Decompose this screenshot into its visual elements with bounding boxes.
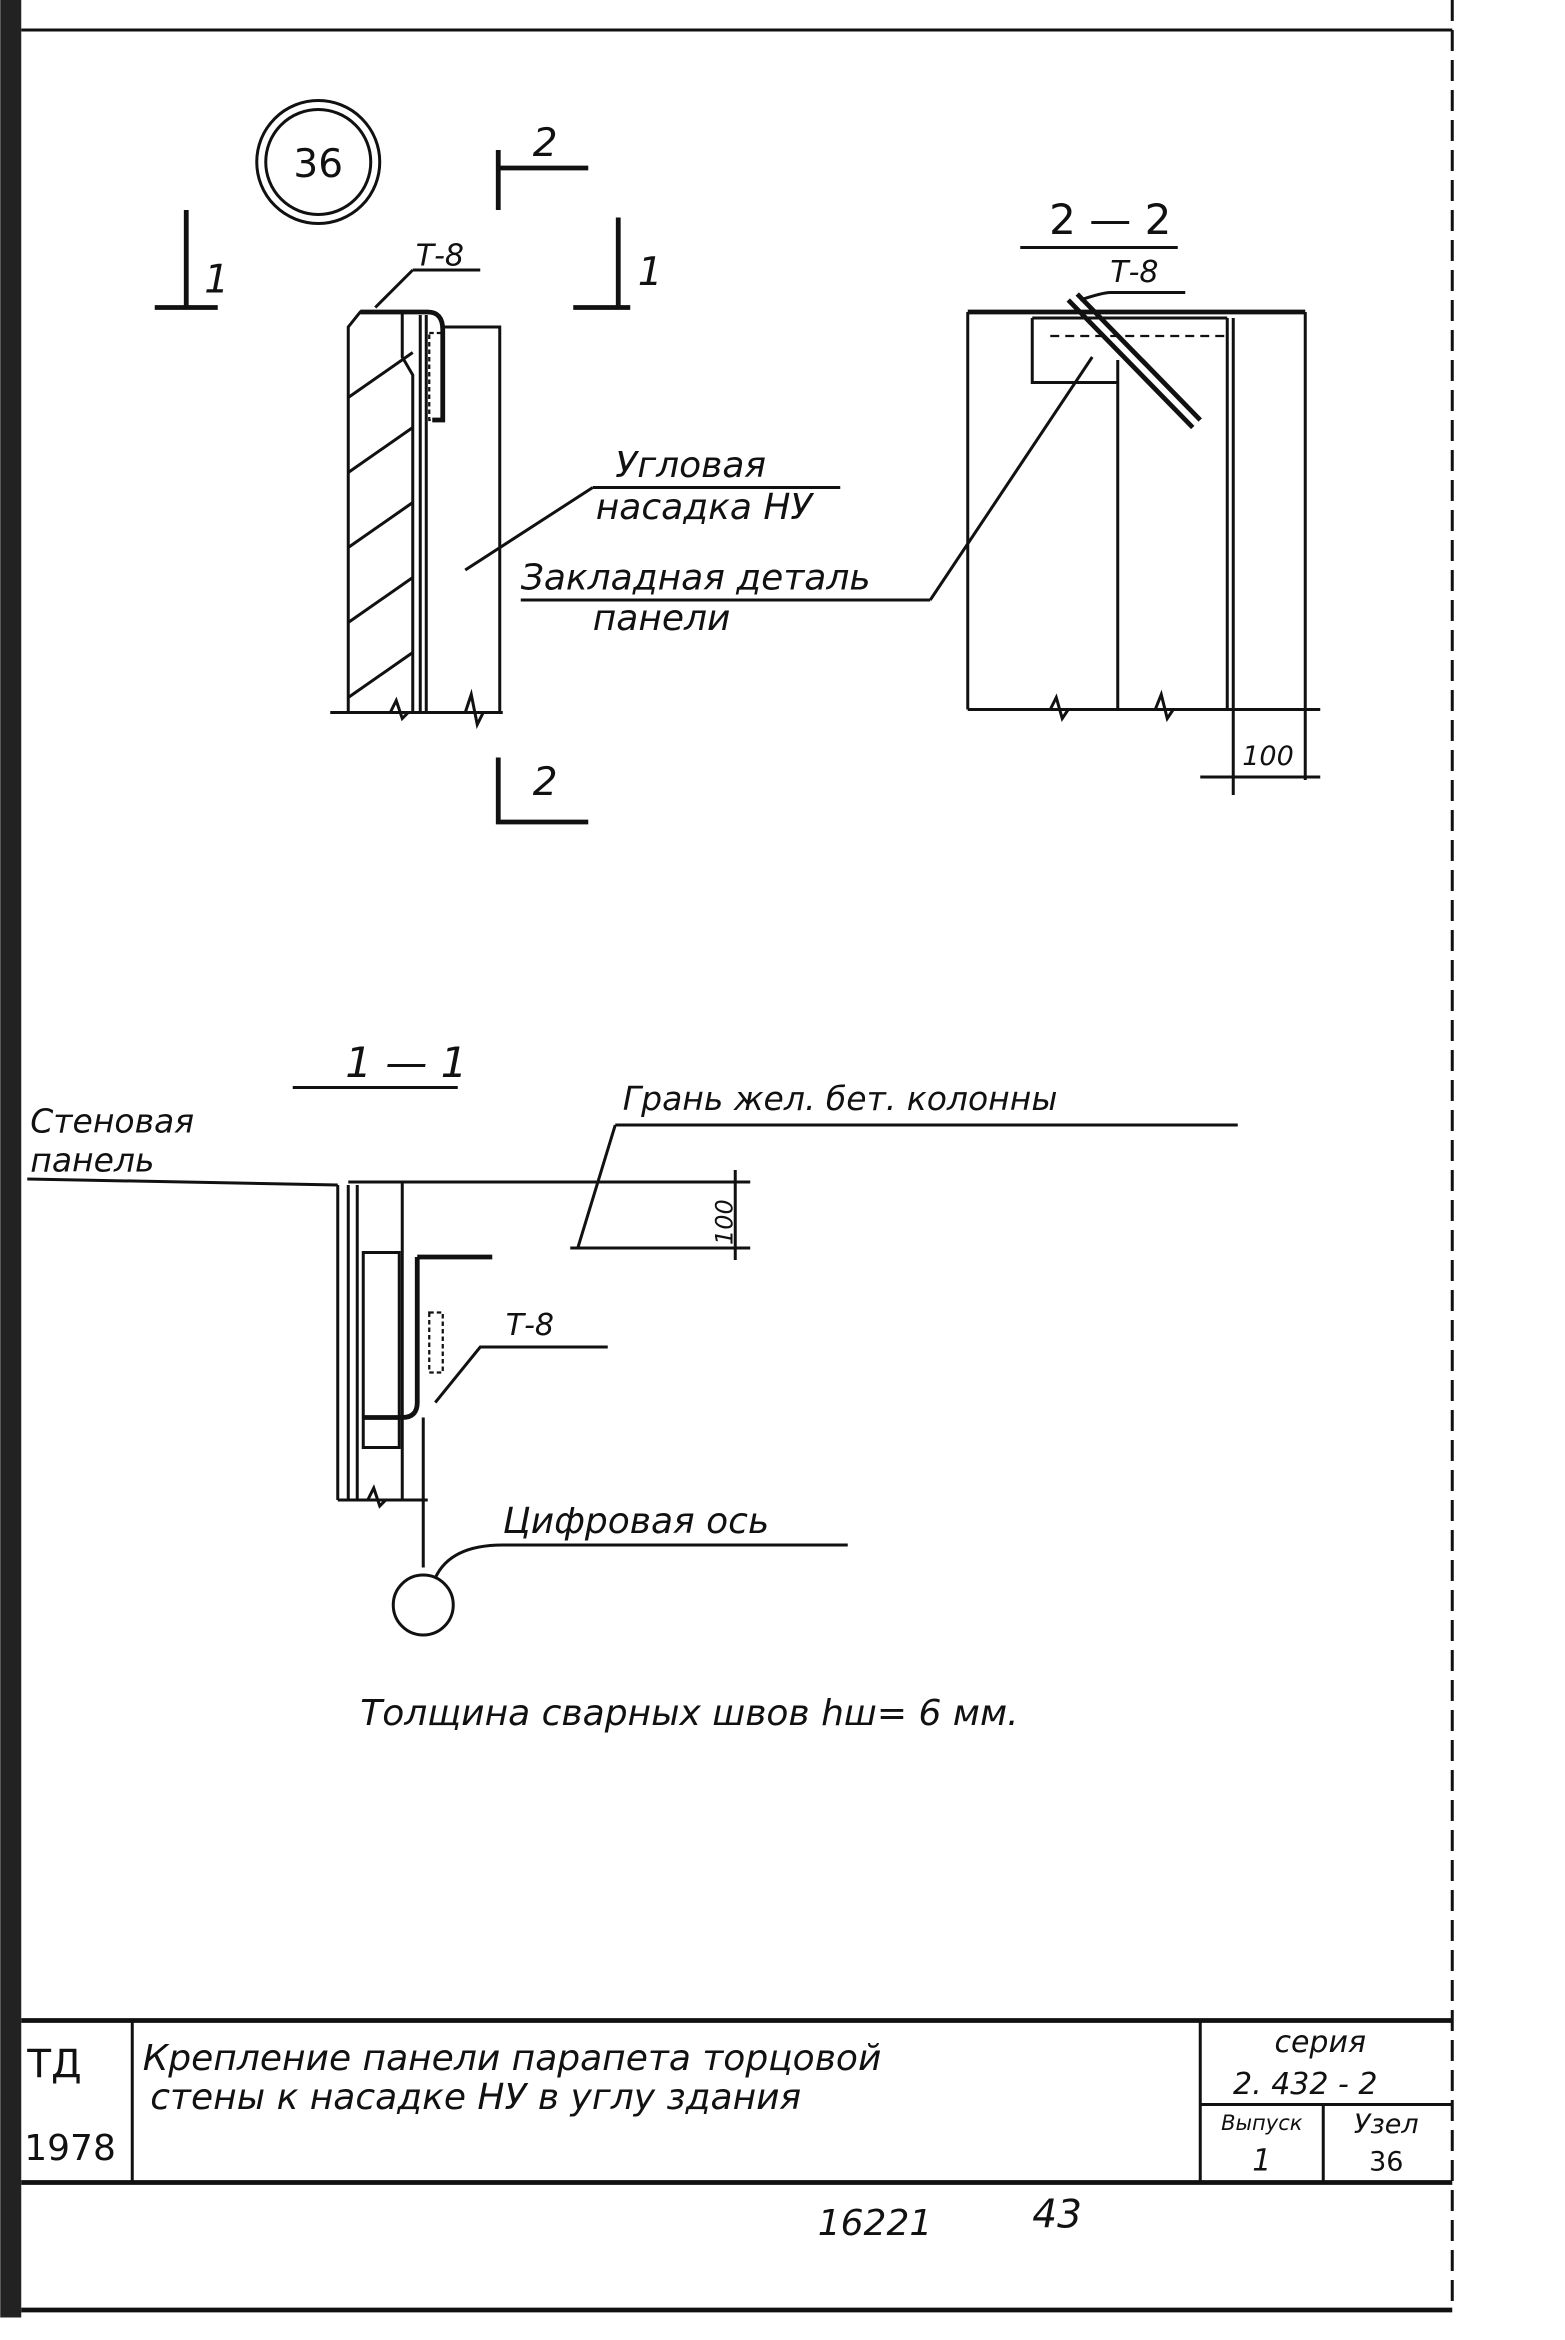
svg-text:Цифровая ось: Цифровая ось bbox=[503, 1501, 769, 1542]
svg-text:Т-8: Т-8 bbox=[1110, 255, 1158, 290]
svg-text:36: 36 bbox=[1369, 2147, 1403, 2178]
svg-text:панель: панель bbox=[30, 1141, 154, 1180]
svg-text:1 — 1: 1 — 1 bbox=[345, 1038, 467, 1087]
section-1-1: 1 — 1 Стеновая панель 100 Грань жел. бет… bbox=[27, 1038, 1238, 1637]
svg-text:ТД: ТД bbox=[26, 2043, 81, 2088]
svg-text:100: 100 bbox=[1242, 741, 1294, 772]
node-badge: 36 bbox=[255, 99, 382, 225]
svg-text:1: 1 bbox=[204, 258, 229, 303]
svg-text:насадка НУ: насадка НУ bbox=[596, 487, 815, 528]
sheet-frame bbox=[0, 0, 1454, 2318]
svg-text:Крепление панели парапета т: Крепление панели парапета торцовой bbox=[143, 2038, 882, 2079]
svg-text:2: 2 bbox=[533, 760, 558, 805]
svg-text:Т-8: Т-8 bbox=[416, 239, 464, 274]
svg-text:Узел: Узел bbox=[1354, 2109, 1419, 2140]
main-view: Т-8 Угловая насадка НУ Закладная деталь … bbox=[330, 239, 1094, 730]
svg-text:Стеновая: Стеновая bbox=[30, 1102, 194, 1141]
svg-text:Угловая: Угловая bbox=[615, 445, 766, 486]
svg-text:2. 432 - 2: 2. 432 - 2 bbox=[1233, 2067, 1377, 2102]
svg-text:2 — 2: 2 — 2 bbox=[1049, 195, 1171, 244]
svg-text:1: 1 bbox=[1252, 2144, 1271, 2179]
inventory-number: 16221 bbox=[818, 2203, 933, 2244]
svg-text:36: 36 bbox=[293, 142, 343, 187]
section-marks: 2 2 1 1 bbox=[154, 121, 663, 825]
svg-text:панели: панели bbox=[593, 598, 731, 639]
svg-text:1: 1 bbox=[638, 250, 663, 295]
svg-text:1978: 1978 bbox=[24, 2128, 116, 2169]
svg-text:Т-8: Т-8 bbox=[506, 1308, 554, 1343]
svg-text:2: 2 bbox=[533, 121, 558, 166]
svg-text:100: 100 bbox=[710, 1199, 738, 1245]
title-block: ТД 1978 Крепление панели парапета торцов… bbox=[21, 2018, 1453, 2185]
weld-note: Толщина сварных швов hш= 6 мм. bbox=[360, 1693, 1018, 1734]
section-2-2: 2 — 2 Т-8 100 bbox=[966, 195, 1321, 795]
svg-text:Грань жел. бет. колонны: Грань жел. бет. колонны bbox=[623, 1079, 1058, 1118]
page-number: 43 bbox=[1032, 2193, 1082, 2238]
svg-text:серия: серия bbox=[1274, 2025, 1366, 2060]
svg-text:стены к насадке НУ в углу: стены к насадке НУ в углу здания bbox=[150, 2077, 801, 2118]
svg-text:Закладная деталь: Закладная деталь bbox=[521, 558, 871, 599]
svg-text:Выпуск: Выпуск bbox=[1221, 2111, 1303, 2135]
